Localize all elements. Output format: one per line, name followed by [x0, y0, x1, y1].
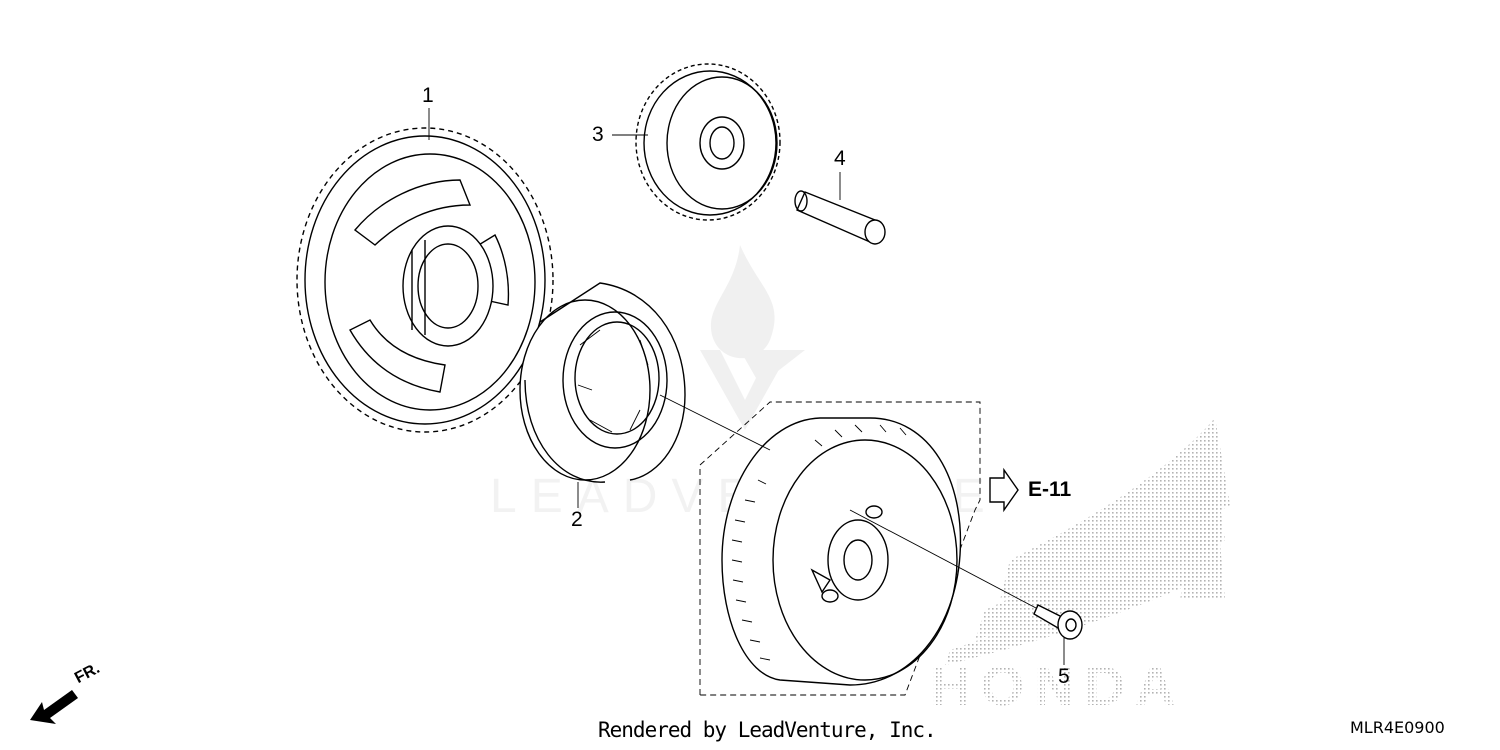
reference-label-e11: E-11: [1028, 478, 1072, 501]
footer-credit: Rendered by LeadVenture, Inc.: [598, 718, 937, 742]
flywheel-assembly: [699, 401, 981, 696]
part-2-one-way-clutch: [519, 282, 686, 483]
part-3-idle-gear: [635, 63, 781, 221]
brand-watermark: HONDA: [930, 418, 1230, 717]
brand-watermark-text: HONDA: [930, 654, 1185, 717]
reference-arrow: [989, 467, 1019, 513]
part-5-bolt: [1033, 604, 1083, 640]
callout-3: 3: [592, 123, 604, 146]
callout-5: 5: [1058, 665, 1070, 688]
part-4-idle-shaft: [794, 190, 886, 245]
front-arrow: [30, 690, 78, 724]
callout-2: 2: [571, 508, 583, 531]
callout-4: 4: [834, 147, 846, 170]
diagram-code: MLR4E0900: [1350, 718, 1445, 737]
callout-1: 1: [422, 84, 434, 107]
leader-lines: [428, 108, 1065, 665]
part-1-starter-gear: [296, 127, 554, 433]
